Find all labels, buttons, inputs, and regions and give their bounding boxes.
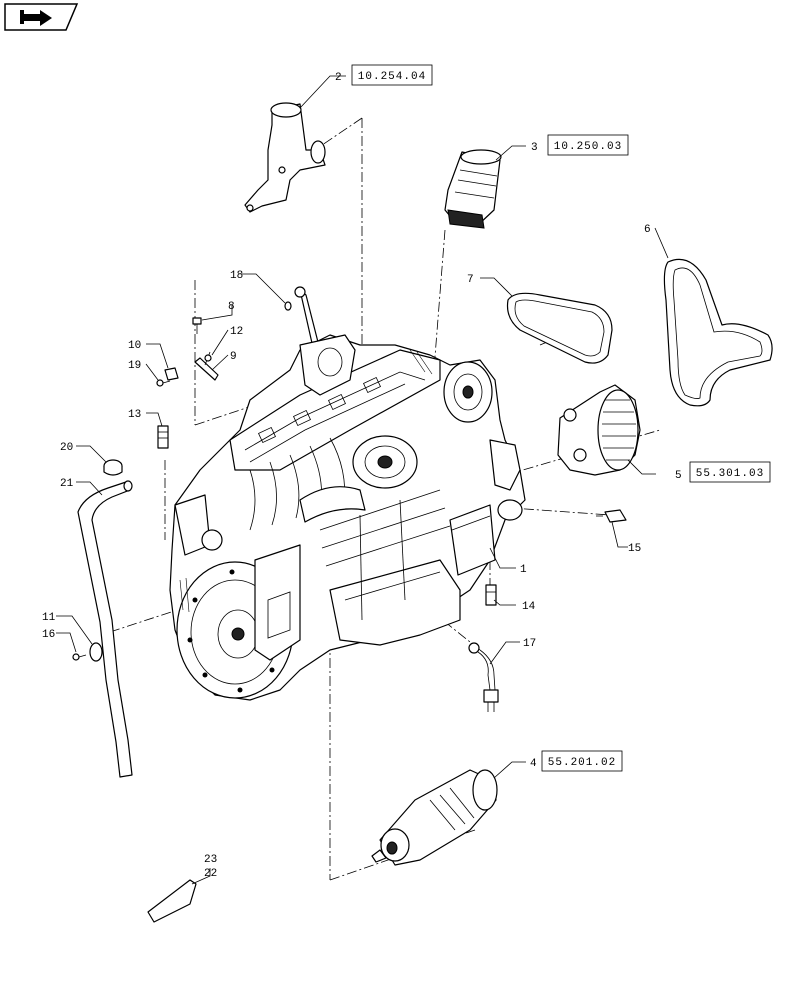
callout-16: 16 [42,629,55,641]
air-intake-pipe[interactable] [444,149,502,229]
water-outlet-elbow[interactable] [244,102,326,213]
callout-9: 9 [230,351,237,363]
callout-17: 17 [523,638,536,650]
callout-20: 20 [60,442,73,454]
drive-belt-6[interactable] [663,258,773,407]
nut-12[interactable] [204,354,212,362]
dipstick-cap[interactable] [103,459,123,476]
clamp-11[interactable] [89,642,103,662]
callout-7: 7 [467,274,474,286]
dipstick-tube[interactable] [77,480,133,778]
sensor-15[interactable] [596,509,627,523]
ref-box-10-250-03[interactable]: 10.250.03 [547,134,629,156]
callout-12: 12 [230,326,243,338]
callout-13: 13 [128,409,141,421]
oring-18[interactable] [284,301,292,311]
callout-3: 3 [531,142,538,154]
leader-lines [56,75,669,885]
svg-text:55.301.03: 55.301.03 [696,468,764,480]
callout-8: 8 [228,301,235,313]
decal-label[interactable] [147,879,197,923]
sender-14[interactable] [485,584,497,606]
screw-19[interactable] [156,379,171,387]
clip-10[interactable] [164,367,179,381]
callout-15: 15 [628,543,641,555]
callout-22: 22 [204,868,217,880]
callout-14: 14 [522,601,536,613]
wire-harness-17[interactable] [468,642,499,712]
callout-labels: 1 2 3 4 5 6 7 8 9 10 11 12 13 14 15 16 1… [42,72,682,880]
return-arrow-icon[interactable] [4,3,79,31]
alternator[interactable] [557,384,641,476]
callout-1: 1 [520,564,527,576]
callout-21: 21 [60,478,74,490]
callout-5: 5 [675,470,682,482]
ref-box-10-254-04[interactable]: 10.254.04 [351,64,433,86]
svg-text:55.201.02: 55.201.02 [548,757,616,769]
sensor-13[interactable] [157,425,169,449]
ref-box-55-301-03[interactable]: 55.301.03 [689,461,771,483]
callout-18: 18 [230,270,243,282]
drive-belt-7[interactable] [506,292,613,364]
svg-text:10.250.03: 10.250.03 [554,141,622,153]
callout-2: 2 [335,72,342,84]
callout-6: 6 [644,224,651,236]
callout-4: 4 [530,758,537,770]
svg-text:10.254.04: 10.254.04 [358,71,426,83]
engine-assembly[interactable] [169,286,526,701]
ref-box-55-201-02[interactable]: 55.201.02 [541,750,623,772]
starter-motor[interactable] [371,769,498,866]
screw-16[interactable] [72,653,87,661]
bolt-8[interactable] [192,317,202,334]
callout-19: 19 [128,360,141,372]
callout-11: 11 [42,612,56,624]
callout-10: 10 [128,340,141,352]
callout-23: 23 [204,854,217,866]
